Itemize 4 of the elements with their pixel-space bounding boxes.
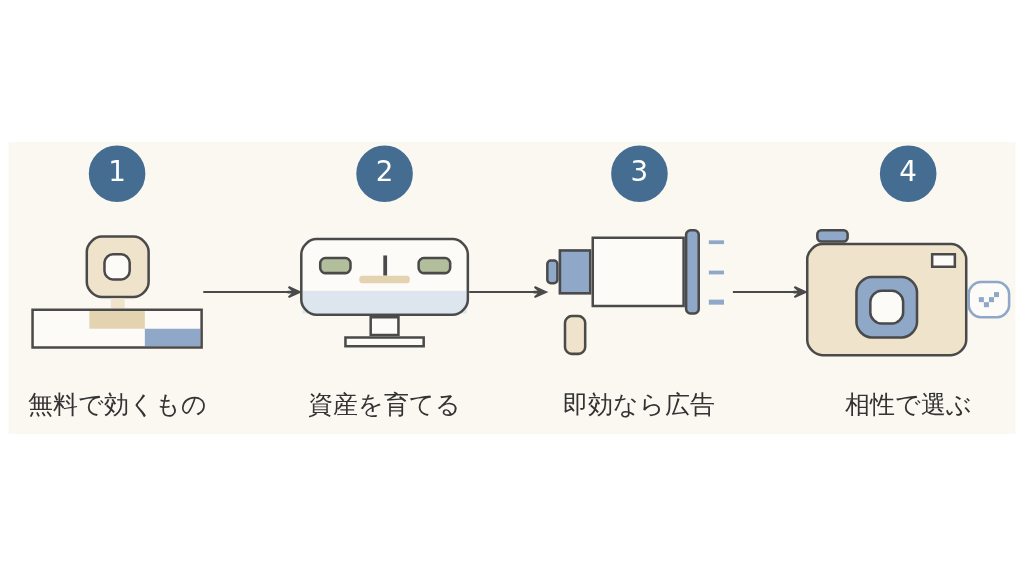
node-label: 資産を育てる [308, 389, 462, 419]
node-label: 無料で効くもの [27, 389, 207, 419]
node-label: 相性で選ぶ [844, 389, 972, 419]
node-label: 即効なら広告 [563, 389, 716, 419]
